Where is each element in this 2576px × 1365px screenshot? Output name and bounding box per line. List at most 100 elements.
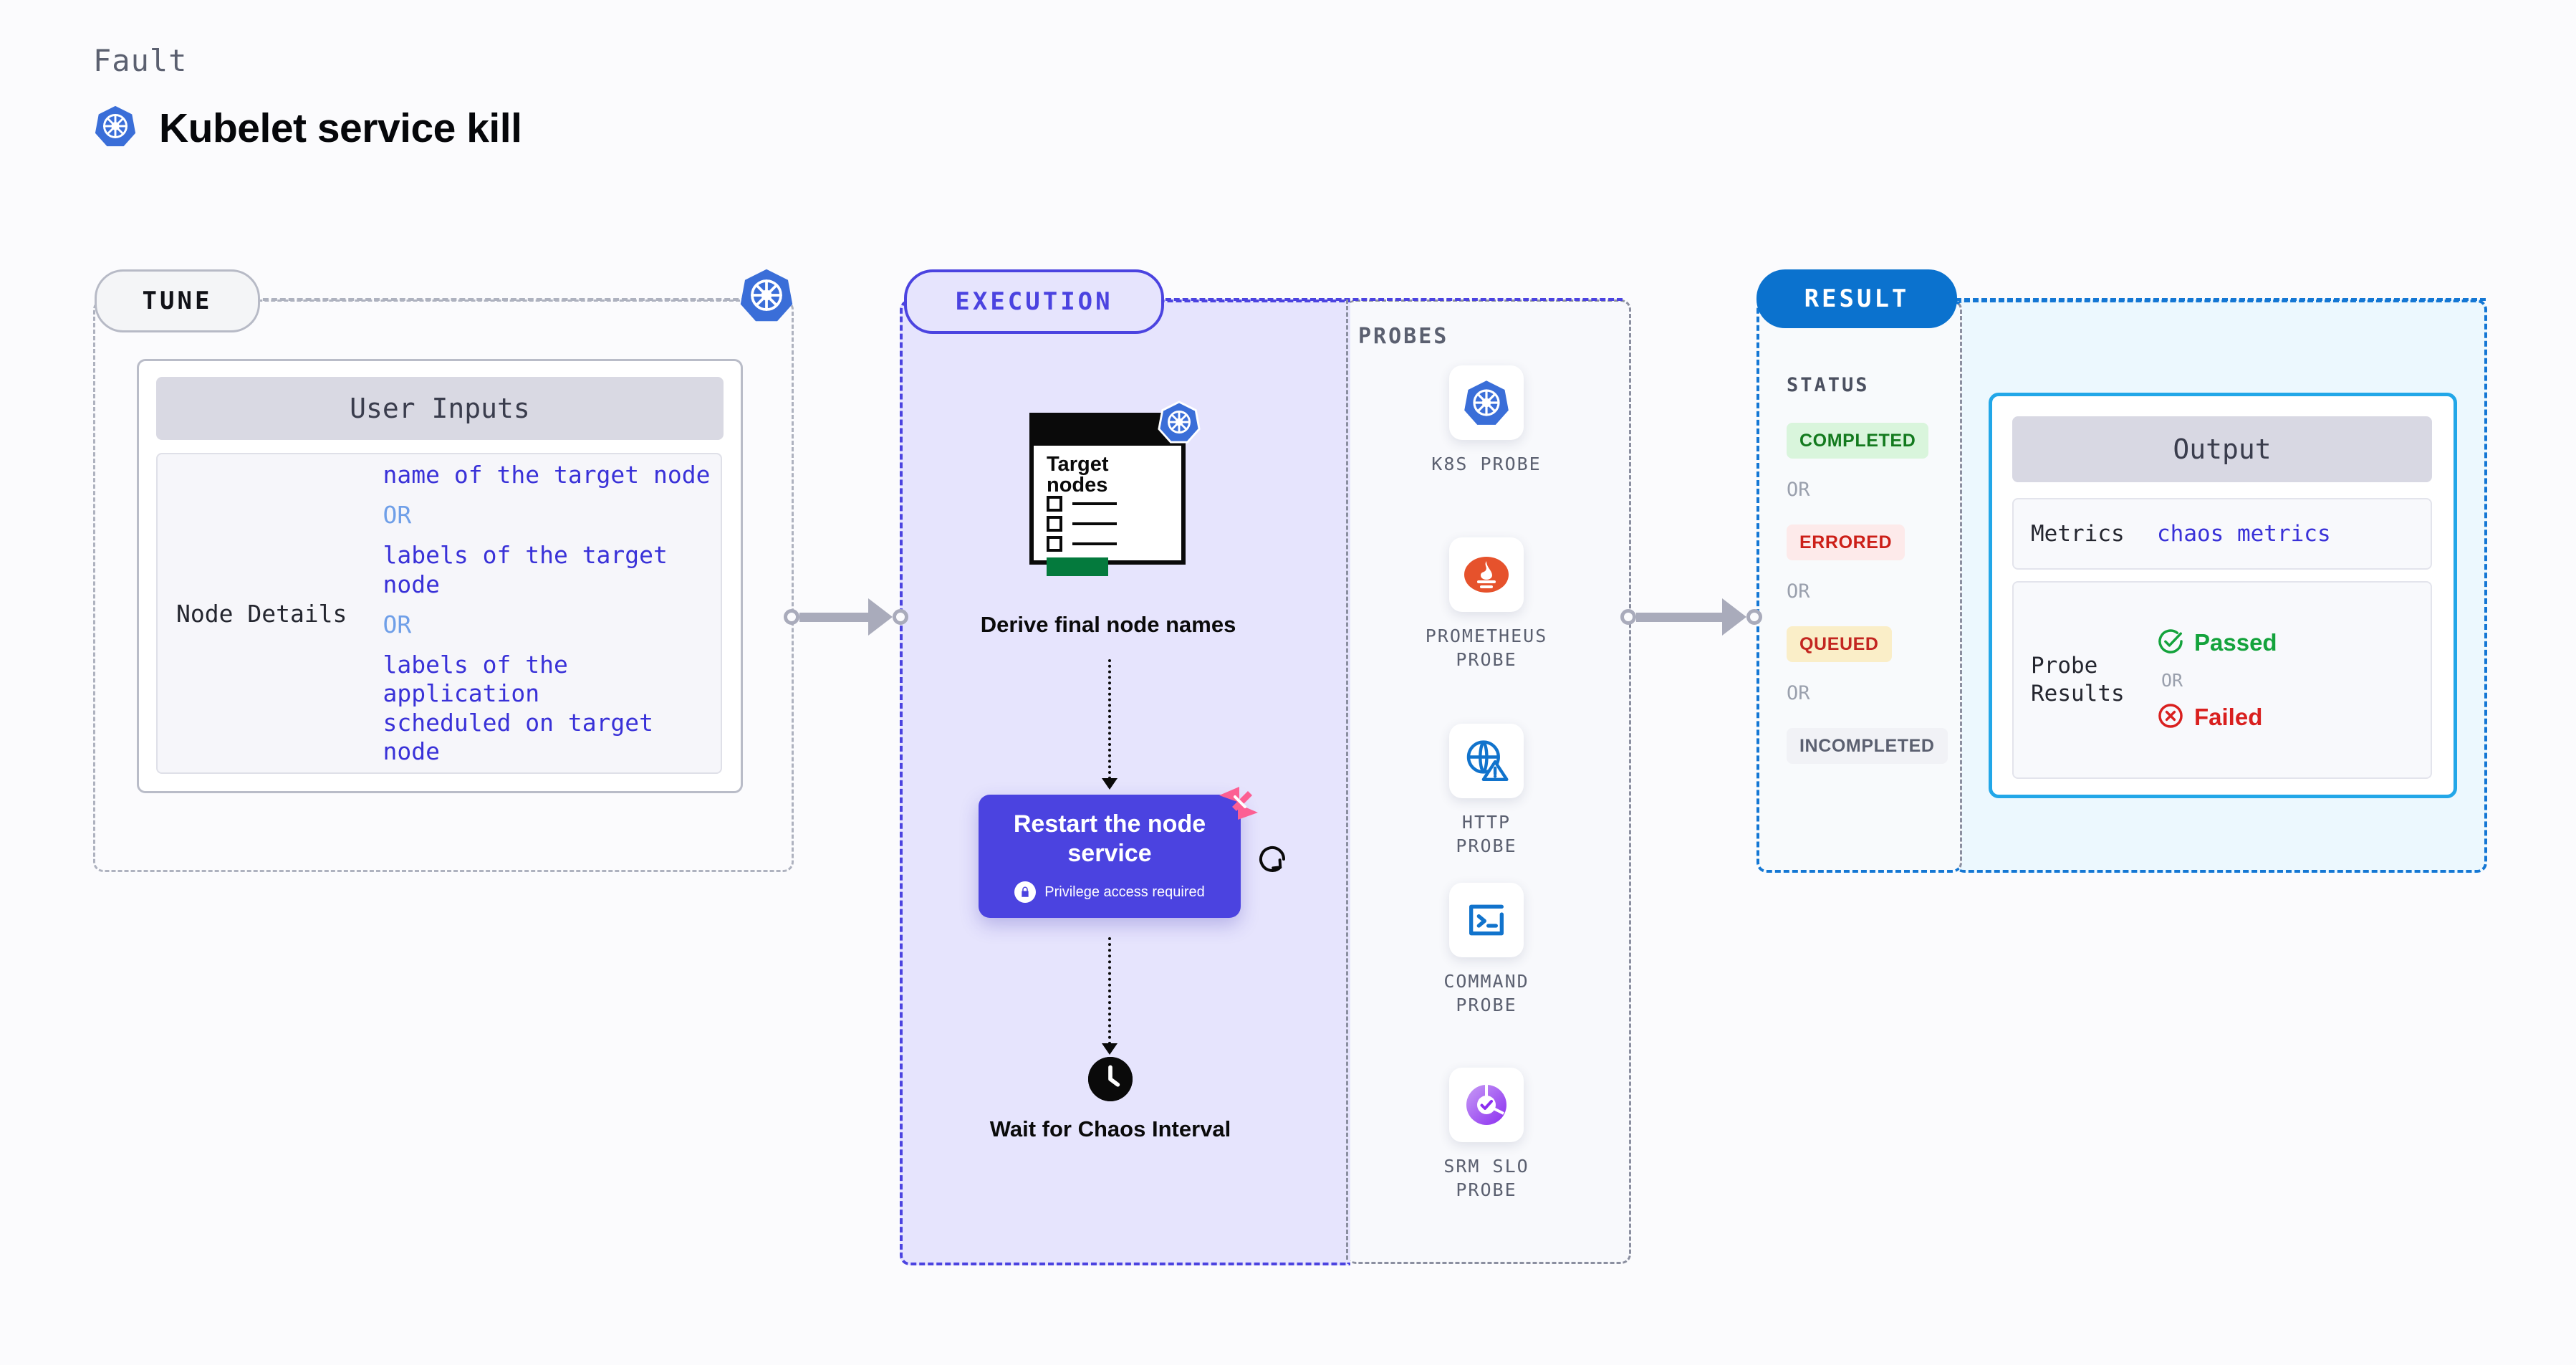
clock-icon xyxy=(1088,1057,1133,1101)
connector-end-dot xyxy=(1746,609,1762,625)
probe-item-k8s[interactable]: K8S PROBE xyxy=(1426,365,1547,476)
user-input-value: labels of the application scheduled on t… xyxy=(383,651,654,765)
tune-panel: User Inputs Node Details name of the tar… xyxy=(93,300,794,872)
checklist-row xyxy=(1047,496,1117,512)
user-input-values: name of the target node OR labels of the… xyxy=(383,461,721,766)
x-circle-icon xyxy=(2157,702,2184,733)
globe-warning-icon xyxy=(1449,724,1524,798)
output-card: Output Metrics chaos metrics Probe Resul… xyxy=(1989,393,2457,798)
result-stage-pill[interactable]: RESULT xyxy=(1756,269,1957,328)
tune-kubernetes-icon xyxy=(738,267,795,324)
probe-result-passed: Passed xyxy=(2157,628,2277,658)
page-title: Kubelet service kill xyxy=(159,105,522,151)
checkbox-icon xyxy=(1047,536,1062,552)
probe-label: SRM SLO PROBE xyxy=(1443,1156,1529,1200)
privilege-note: Privilege access required xyxy=(1014,881,1205,904)
kubernetes-icon xyxy=(1449,365,1524,440)
checklist-line xyxy=(1072,542,1117,545)
probe-label: HTTP PROBE xyxy=(1456,812,1517,856)
page-header: Fault Kubelet service kill xyxy=(93,43,522,152)
connector-tune-to-execution xyxy=(784,598,908,636)
checkbox-icon xyxy=(1047,516,1062,532)
flow-arrow-1-head xyxy=(1102,778,1118,790)
tune-stage-pill[interactable]: TUNE xyxy=(95,269,260,332)
probe-label: K8S PROBE xyxy=(1431,454,1542,474)
status-badge-completed: COMPLETED xyxy=(1787,423,1929,459)
wait-for-chaos-interval-label: Wait for Chaos Interval xyxy=(989,1116,1231,1141)
user-inputs-body: Node Details name of the target node OR … xyxy=(156,453,722,774)
connector-line xyxy=(799,612,868,622)
probe-item-http[interactable]: HTTP PROBE xyxy=(1426,724,1547,858)
metrics-row: Metrics chaos metrics xyxy=(2012,498,2432,570)
probes-label: PROBES xyxy=(1358,324,1449,349)
progress-bar xyxy=(1047,557,1108,576)
privilege-note-text: Privilege access required xyxy=(1044,883,1205,900)
user-input-key: Node Details xyxy=(176,599,347,628)
user-input-value: labels of the target node xyxy=(383,541,668,598)
kubernetes-icon xyxy=(1157,400,1201,444)
checklist-line xyxy=(1072,502,1117,505)
derive-node-names-step[interactable]: Target nodes xyxy=(1029,401,1201,576)
derive-node-names-label: Derive final node names xyxy=(980,612,1236,637)
srm-slo-donut-icon xyxy=(1449,1068,1524,1142)
tune-top-connector-line xyxy=(254,298,756,301)
user-input-separator: OR xyxy=(383,610,412,638)
probes-divider xyxy=(1346,300,1348,1260)
fault-title-row: Kubelet service kill xyxy=(93,104,522,152)
flow-arrow-1 xyxy=(1108,659,1111,780)
chaos-harness-icon xyxy=(1218,785,1259,821)
execution-stage-pill[interactable]: EXECUTION xyxy=(904,269,1164,334)
connector-start-dot xyxy=(1620,609,1636,625)
status-badge-queued: QUEUED xyxy=(1787,626,1892,662)
loop-refresh-icon xyxy=(1255,842,1289,876)
kubernetes-icon xyxy=(93,104,138,152)
lock-icon xyxy=(1014,881,1037,904)
probe-results-row: Probe Results Passed OR xyxy=(2012,581,2432,779)
connector-arrow-head xyxy=(1722,598,1746,636)
metrics-value[interactable]: chaos metrics xyxy=(2157,521,2331,547)
probe-item-command[interactable]: COMMAND PROBE xyxy=(1426,883,1547,1017)
probe-result-failed: Failed xyxy=(2157,702,2277,733)
result-top-connector-line xyxy=(1956,298,2486,301)
probe-results-key: Probe Results xyxy=(2031,653,2125,707)
flow-arrow-2 xyxy=(1108,937,1111,1045)
user-input-value: name of the target node xyxy=(383,460,711,489)
user-inputs-header: User Inputs xyxy=(156,377,724,440)
status-label: STATUS xyxy=(1787,374,1870,396)
connector-line xyxy=(1636,612,1722,622)
probe-item-prometheus[interactable]: PROMETHEUS PROBE xyxy=(1426,537,1547,671)
status-separator: OR xyxy=(1787,682,1810,704)
target-nodes-heading: Target nodes xyxy=(1047,453,1109,497)
passed-label: Passed xyxy=(2194,629,2277,656)
probe-result-separator: OR xyxy=(2161,669,2183,691)
prometheus-icon xyxy=(1449,537,1524,612)
status-separator: OR xyxy=(1787,580,1810,603)
window-checklist-icon: Target nodes xyxy=(1029,413,1186,576)
window-titlebar xyxy=(1034,417,1181,446)
status-badge-errored: ERRORED xyxy=(1787,525,1905,560)
probe-results-values: Passed OR Failed xyxy=(2157,628,2277,733)
terminal-icon xyxy=(1449,883,1524,957)
checkbox-icon xyxy=(1047,496,1062,512)
check-circle-icon xyxy=(2157,628,2184,658)
connector-arrow-head xyxy=(868,598,893,636)
connector-execution-to-result xyxy=(1620,598,1762,636)
failed-label: Failed xyxy=(2194,704,2263,730)
execution-top-connector-line xyxy=(1157,298,1623,301)
restart-node-service-node[interactable]: Restart the node service Privilege acces… xyxy=(979,795,1241,918)
output-header: Output xyxy=(2012,416,2432,482)
connector-start-dot xyxy=(784,609,799,625)
checklist-row xyxy=(1047,516,1117,532)
restart-node-service-label: Restart the node service xyxy=(1013,810,1206,867)
probe-item-srm-slo[interactable]: SRM SLO PROBE xyxy=(1426,1068,1547,1202)
flow-arrow-2-head xyxy=(1102,1043,1118,1055)
status-separator: OR xyxy=(1787,479,1810,501)
status-badge-incompleted: INCOMPLETED xyxy=(1787,728,1948,764)
probe-label: COMMAND PROBE xyxy=(1443,971,1529,1015)
probe-label: PROMETHEUS PROBE xyxy=(1425,626,1548,670)
result-status-panel xyxy=(1756,300,1962,873)
checklist-row xyxy=(1047,536,1117,552)
connector-end-dot xyxy=(893,609,908,625)
checklist-line xyxy=(1072,522,1117,525)
user-input-separator: OR xyxy=(383,501,412,530)
